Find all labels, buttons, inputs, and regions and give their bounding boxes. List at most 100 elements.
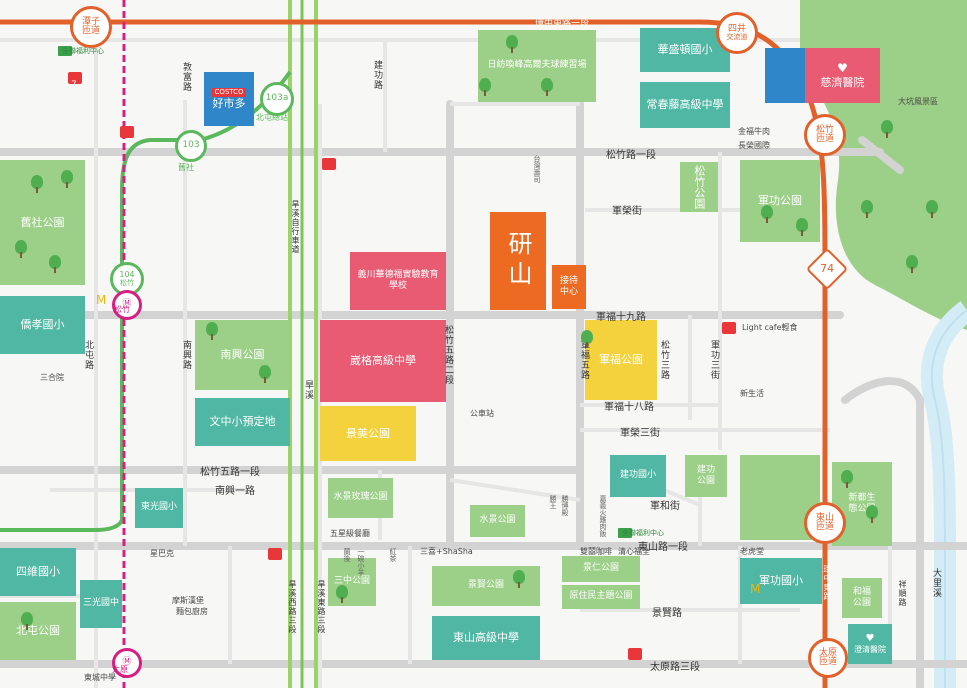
project-yanshan-block[interactable]: 研山 (490, 212, 546, 310)
metro-taiyuan-badge[interactable]: Ⓜ (112, 648, 142, 678)
waldorf-school-block[interactable]: 義川華德福實驗教育學校 (350, 252, 446, 310)
sijing-interchange-badge[interactable]: 四井 交流道 (716, 12, 758, 54)
road-songzhu1: 松竹路一段 (606, 150, 656, 161)
bus-103a-badge[interactable]: 103a (260, 82, 294, 116)
cihui-hospital-block[interactable]: ♥ 慈濟醫院 (805, 48, 880, 103)
military-park-block[interactable]: 軍功公園 (740, 160, 820, 242)
road-junfu19: 軍福十九路 (596, 312, 646, 323)
road-dongshan1: 東山路一段 (638, 542, 688, 553)
road-ring: 環中東路一段 (535, 19, 590, 29)
hefu-park-block[interactable]: 和福公園 (842, 578, 882, 618)
golf-range-block[interactable]: 日紡喚峰高爾夫球練習場 (478, 30, 596, 102)
sanguang-school-block[interactable]: 三光國中 (80, 580, 122, 628)
bus-104-stop: 松竹 (120, 278, 134, 287)
bread-label: 麵包廚房 (176, 607, 208, 616)
bus-103-label: 103 (182, 140, 200, 151)
junfu-park-block[interactable]: 軍福公園 (585, 320, 657, 400)
road-hanxi-bike: 旱溪自行車道 (291, 200, 300, 254)
songzhu-park-block[interactable]: 松竹公園 (680, 162, 718, 212)
costco-brand-label: COSTCO (212, 87, 246, 97)
jiangong-school-block[interactable]: 建功國小 (610, 455, 666, 497)
road-junfu18: 軍福十八路 (604, 402, 654, 413)
sales-center-label: 接待中心 (559, 275, 578, 297)
jingren-park-block[interactable]: 景仁公園 (562, 556, 640, 582)
tree-icon (30, 175, 44, 193)
tree-icon (905, 255, 919, 273)
tree-icon (48, 255, 62, 273)
dongshan-line2: 匝道 (815, 522, 834, 532)
dongshan-ramp-badge[interactable]: 東山 匝道 (804, 502, 846, 544)
siwei-school-block[interactable]: 四維國小 (0, 548, 76, 596)
aboriginal-park-block[interactable]: 原住民主題公園 (562, 585, 640, 609)
sanzhong-park-block[interactable]: 三中公園 (328, 558, 376, 606)
jingren-park-label: 景仁公園 (582, 563, 619, 574)
tree-icon (840, 470, 854, 488)
sales-center-block[interactable]: 接待中心 (552, 265, 586, 309)
jingmei-park-label: 景美公園 (346, 426, 390, 440)
beitun-park-block[interactable]: 北屯公園 (0, 602, 76, 660)
jiushe-park-label: 舊社公園 (20, 215, 65, 229)
costco-block[interactable]: COSTCO 好市多 (204, 72, 254, 126)
tree-icon (512, 570, 526, 588)
wenzhongxiao-block[interactable]: 文中小預定地 (195, 398, 290, 446)
nanxing-park-label: 南興公園 (220, 348, 265, 362)
kaige-school-label: 崴格高級中學 (350, 354, 416, 368)
chengqing-hospital-block[interactable]: ♥ 澄清醫院 (848, 624, 892, 664)
road-songzhu5-1: 松竹五路一段 (200, 467, 260, 478)
huasheng-school-label: 華盛頓國小 (657, 43, 713, 57)
jiangong-park-label: 建功公園 (696, 464, 715, 486)
shuijing-rose-park-label: 水景玫瑰公園 (333, 492, 388, 503)
waldorf-school-label: 義川華德福實驗教育學校 (357, 269, 439, 291)
tree-icon (925, 200, 939, 218)
tanzi-ramp-badge[interactable]: 潭子 匝道 (70, 6, 112, 48)
qingxin-label: 清心福全 (618, 547, 650, 556)
xinsheng-label: 新生活 (740, 389, 764, 398)
road-hanxi: 旱溪 (303, 380, 313, 400)
metro-icon: Ⓜ (122, 299, 132, 310)
jingxiao-school-block[interactable]: 僑孝國小 (0, 296, 85, 354)
lanhou-label: 蘭後 (343, 548, 351, 562)
jiangong-park-block[interactable]: 建功公園 (685, 455, 727, 497)
shuijing-rose-park-block[interactable]: 水景玫瑰公園 (328, 478, 393, 518)
sijing-line2: 交流道 (726, 33, 748, 42)
pxmart-icon-2 (618, 528, 632, 538)
dongguang-school-block[interactable]: 東光國小 (135, 488, 183, 528)
junfu-park-label: 軍福公園 (599, 353, 643, 367)
shuijing-park-block[interactable]: 水景公園 (470, 505, 525, 537)
bus-103-badge[interactable]: 103 (175, 130, 207, 162)
coffee-label: 雙囍咖啡 (580, 547, 612, 556)
road-ring-vertical: 環中東路 (823, 565, 832, 601)
changqing-school-block[interactable]: 常春藤高級中學 (640, 82, 730, 128)
sanguang-school-label: 三光國中 (82, 598, 119, 609)
taiyuan-ramp-badge[interactable]: 太原 匝道 (808, 638, 848, 678)
military-school-label: 軍功國小 (759, 574, 803, 588)
songzhu-park-label: 松竹公園 (692, 165, 706, 209)
jiawang-label: 嘉義火雞肉飯 (599, 495, 607, 537)
seven-eleven-icon-5 (628, 648, 642, 660)
military-school-block[interactable]: 軍功國小 (740, 558, 822, 604)
taiyuan-ramp-line2: 匝道 (818, 657, 837, 667)
road-dunfu: 敦富路 (181, 62, 191, 92)
tree-icon (20, 612, 34, 630)
huasheng-school-block[interactable]: 華盛頓國小 (640, 28, 730, 72)
chengqing-hospital-label: 澄清醫院 (854, 645, 886, 655)
tree-icon (60, 170, 74, 188)
bus-stop-label: 公車站 (470, 409, 494, 418)
tiger-label: 老虎堂 (740, 547, 764, 556)
songzhu-ramp-badge[interactable]: 松竹 匝道 (804, 114, 846, 156)
xindu-park-label: 新都生態公園 (848, 492, 876, 514)
tree-icon (880, 120, 894, 138)
jingmei-park-block[interactable]: 景美公園 (320, 406, 416, 461)
river (920, 301, 967, 688)
hefu-park-label: 和福公園 (852, 586, 871, 608)
metro-songzhu-badge[interactable]: Ⓜ (112, 290, 142, 320)
road-junrong: 軍榮街 (612, 206, 642, 217)
kaige-school-block[interactable]: 崴格高級中學 (320, 320, 446, 402)
bus-104-label: 104 (119, 270, 135, 280)
dongshan-high-block[interactable]: 東山高級中學 (432, 616, 540, 660)
road-songzhu3: 松竹三路 (659, 340, 669, 380)
hospital-heart-icon: ♥ (865, 632, 875, 644)
dongcheng-label: 東城中學 (84, 673, 116, 682)
cihui-hospital-label: 慈濟醫院 (820, 76, 865, 90)
